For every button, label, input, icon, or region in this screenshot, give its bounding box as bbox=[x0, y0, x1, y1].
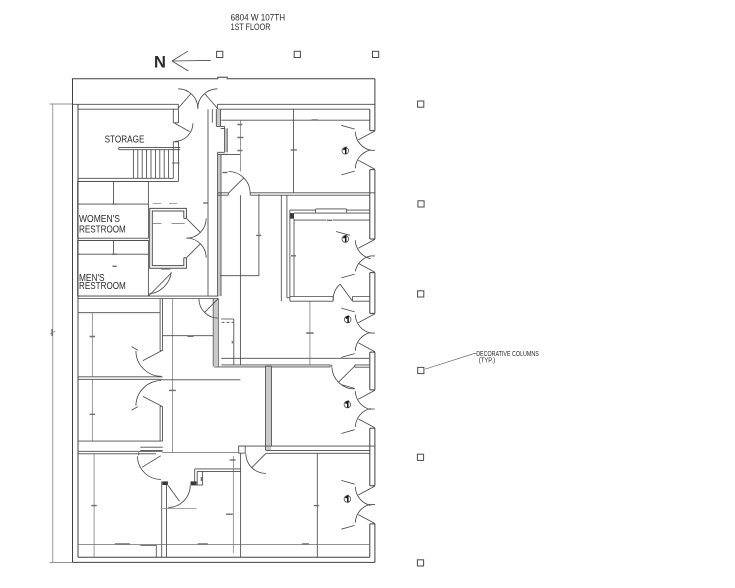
svg-text:DECORATIVE COLUMNS: DECORATIVE COLUMNS bbox=[476, 351, 539, 358]
svg-text:RESTROOM: RESTROOM bbox=[79, 224, 126, 235]
svg-text:N: N bbox=[154, 53, 166, 71]
svg-text:WOMEN'S: WOMEN'S bbox=[79, 214, 120, 225]
svg-text:RESTROOM: RESTROOM bbox=[79, 281, 126, 292]
svg-text:STORAGE: STORAGE bbox=[105, 133, 145, 145]
svg-text:(TYP.): (TYP.) bbox=[479, 357, 495, 364]
svg-text:6804 W 107TH: 6804 W 107TH bbox=[231, 12, 286, 23]
svg-text:MEN'S: MEN'S bbox=[79, 273, 105, 284]
svg-text:1ST FLOOR: 1ST FLOOR bbox=[231, 21, 271, 32]
